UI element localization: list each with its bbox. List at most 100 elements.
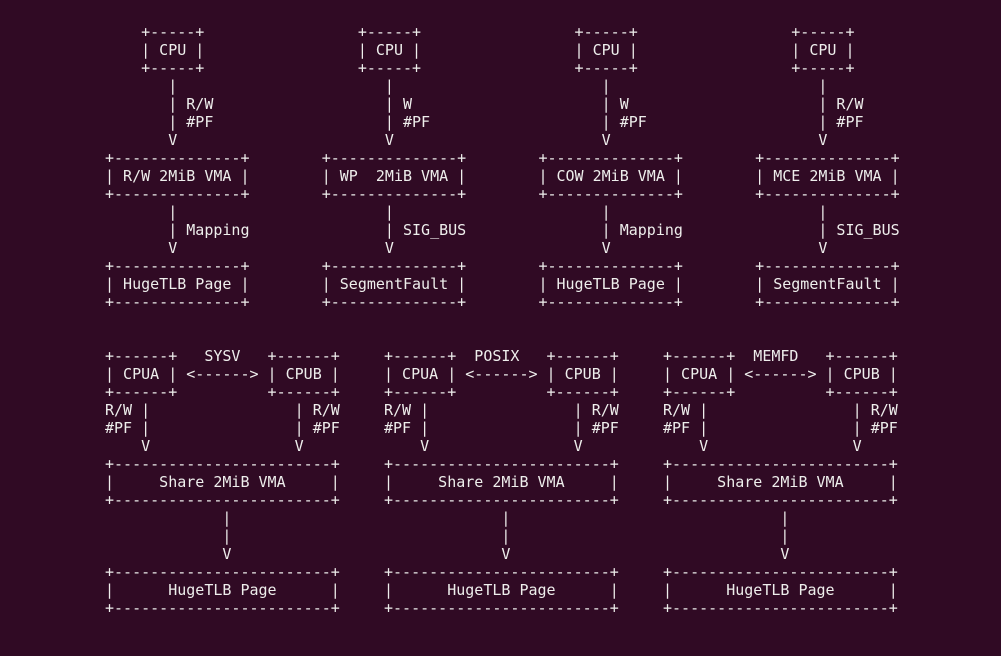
diagram-line: V [755, 239, 828, 257]
diagram-line: | Share 2MiB VMA | [384, 473, 619, 491]
diagram-line: +------+ POSIX +------+ [384, 347, 619, 365]
diagram-line: | #PF [755, 113, 864, 131]
diagram-line: | HugeTLB Page | [538, 275, 683, 293]
diagram-line: +------------------------+ [384, 563, 619, 581]
diagram-line: +------+ SYSV +------+ [105, 347, 340, 365]
diagram-line: +------------------------+ [384, 599, 619, 617]
diagram-line: #PF | | #PF [105, 419, 340, 437]
diagram-line: V [538, 239, 611, 257]
diagram-line: V [105, 131, 178, 149]
diagram-posix-share: +------+ POSIX +------+| CPUA | <------>… [384, 347, 619, 617]
diagram-rw-mapping: +-----+ | CPU | +-----+ | | R/W | #PF V+… [105, 23, 250, 311]
diagram-line: R/W | | R/W [105, 401, 340, 419]
diagram-line: +--------------+ [538, 293, 683, 311]
diagram-line: +--------------+ [321, 185, 467, 203]
diagram-line: | W [538, 95, 629, 113]
diagram-line: +------+ +------+ [384, 383, 619, 401]
diagram-line: | [384, 509, 511, 527]
diagram-mce-sigbus: +-----+ | CPU | +-----+ | | R/W | #PF V+… [755, 23, 900, 311]
diagram-line: V [663, 545, 790, 563]
diagram-line: | CPUA | <------> | CPUB | [663, 365, 898, 383]
diagram-line: +-----+ [755, 23, 855, 41]
diagram-wp-sigbus: +-----+ | CPU | +-----+ | | W | #PF V+--… [322, 23, 467, 311]
diagram-line: #PF | | #PF [663, 419, 898, 437]
diagram-line: | CPU | [538, 41, 638, 59]
diagram-line: | HugeTLB Page | [384, 581, 619, 599]
diagram-line: | CPUA | <------> | CPUB | [384, 365, 619, 383]
diagram-line: | #PF [538, 113, 647, 131]
diagram-line: | CPUA | <------> | CPUB | [105, 365, 340, 383]
diagram-line: +--------------+ [321, 293, 467, 311]
diagram-line: +-----+ [321, 23, 422, 41]
diagram-line: | CPU | [755, 41, 855, 59]
diagram-line: +--------------+ [755, 257, 900, 275]
diagram-line: +------+ +------+ [105, 383, 340, 401]
diagram-line: | [105, 203, 178, 221]
diagram-line: +--------------+ [538, 185, 683, 203]
diagram-line: | [321, 77, 394, 95]
diagram-line: +------------------------+ [384, 455, 619, 473]
diagram-line: | [538, 203, 611, 221]
diagram-line: | SIG_BUS [755, 221, 900, 239]
diagram-line: | [105, 77, 178, 95]
diagram-line: +------------------------+ [663, 491, 898, 509]
diagram-line: V V [384, 437, 583, 455]
diagram-line: +------------------------+ [105, 491, 340, 509]
diagram-line: +------------------------+ [663, 455, 898, 473]
diagram-line: | COW 2MiB VMA | [538, 167, 683, 185]
diagram-line: +--------------+ [755, 185, 900, 203]
diagram-line: | [538, 77, 611, 95]
diagram-line: | #PF [321, 113, 431, 131]
diagram-line: V [538, 131, 611, 149]
diagram-line: +-----+ [321, 59, 422, 77]
diagram-line: | HugeTLB Page | [663, 581, 898, 599]
diagram-line: | [105, 527, 232, 545]
diagram-line: | [755, 77, 828, 95]
diagram-line: | R/W [105, 95, 214, 113]
diagram-sysv-share: +------+ SYSV +------+| CPUA | <------> … [105, 347, 340, 617]
diagram-line: | HugeTLB Page | [105, 581, 340, 599]
diagram-line: | R/W 2MiB VMA | [105, 167, 250, 185]
diagram-line: V [755, 131, 828, 149]
diagram-line: +-----+ [755, 59, 855, 77]
diagram-line: V [384, 545, 511, 563]
diagram-line: | [384, 527, 511, 545]
diagram-line: +--------------+ [105, 257, 250, 275]
diagram-line: +------------------------+ [663, 599, 898, 617]
diagram-line: +--------------+ [755, 149, 900, 167]
diagram-line: | Share 2MiB VMA | [663, 473, 898, 491]
diagram-line: | CPU | [105, 41, 205, 59]
diagram-line: | HugeTLB Page | [105, 275, 250, 293]
diagram-line: | W [321, 95, 413, 113]
diagram-line: +-----+ [538, 23, 638, 41]
diagram-memfd-share: +------+ MEMFD +------+| CPUA | <------>… [663, 347, 898, 617]
diagram-line: | #PF [105, 113, 214, 131]
diagram-line: +------+ +------+ [663, 383, 898, 401]
diagram-line: | [105, 509, 232, 527]
diagram-line: +--------------+ [755, 293, 900, 311]
diagram-line: | Share 2MiB VMA | [105, 473, 340, 491]
diagram-line: +------+ MEMFD +------+ [663, 347, 898, 365]
diagram-line: V V [663, 437, 862, 455]
diagram-line: | [755, 203, 828, 221]
diagram-line: +--------------+ [105, 293, 250, 311]
diagram-line: +--------------+ [105, 185, 250, 203]
diagram-line: | SegmentFault | [755, 275, 900, 293]
diagram-line: +--------------+ [538, 149, 683, 167]
diagram-line: +------------------------+ [105, 455, 340, 473]
diagram-line: V [105, 239, 178, 257]
diagram-line: +-----+ [538, 59, 638, 77]
diagram-line: | SIG_BUS [321, 221, 467, 239]
diagram-line: | Mapping [105, 221, 250, 239]
diagram-line: +--------------+ [321, 149, 467, 167]
diagram-line: | R/W [755, 95, 864, 113]
diagram-line: | SegmentFault | [321, 275, 467, 293]
diagram-line: V [321, 131, 394, 149]
diagram-cow-mapping: +-----+ | CPU | +-----+ | | W | #PF V+--… [538, 23, 683, 311]
diagram-line: +------------------------+ [105, 563, 340, 581]
diagram-line: +--------------+ [321, 257, 467, 275]
diagram-line: | WP 2MiB VMA | [321, 167, 467, 185]
diagram-line: +------------------------+ [384, 491, 619, 509]
diagram-line: R/W | | R/W [663, 401, 898, 419]
diagram-line: | [663, 527, 790, 545]
